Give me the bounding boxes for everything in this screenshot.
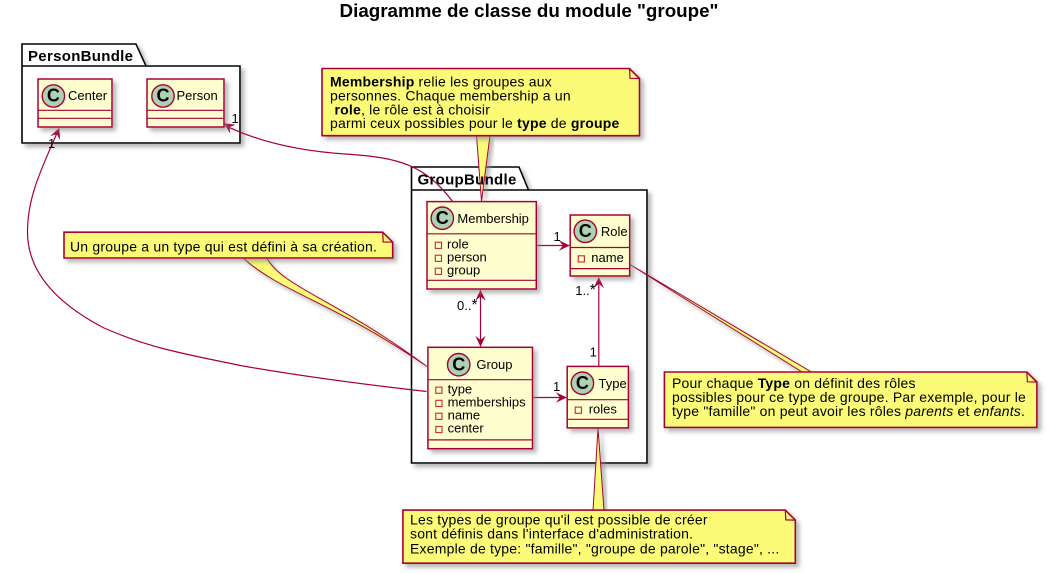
svg-text:PersonBundle: PersonBundle — [28, 48, 133, 65]
svg-text:C: C — [576, 373, 589, 393]
svg-text:personnes. Chaque membership a: personnes. Chaque membership a un — [330, 88, 571, 104]
svg-text:1: 1 — [553, 379, 560, 394]
svg-text:Type: Type — [599, 376, 627, 391]
svg-text:sont définis dans l'interface: sont définis dans l'interface d'administ… — [410, 526, 693, 542]
svg-text:role, le rôle est à choisir: role, le rôle est à choisir — [335, 101, 491, 117]
svg-text:roles: roles — [589, 401, 618, 416]
svg-text:C: C — [436, 208, 449, 228]
svg-text:Role: Role — [601, 224, 628, 239]
svg-text:1: 1 — [590, 345, 597, 360]
svg-text:Exemple de type: "famille", "g: Exemple de type: "famille", "groupe de p… — [410, 540, 779, 556]
svg-text:Center: Center — [68, 88, 108, 103]
svg-text:Membership relie les groupes a: Membership relie les groupes aux — [330, 73, 552, 89]
svg-text:group: group — [447, 262, 480, 277]
svg-text:person: person — [447, 249, 487, 264]
svg-text:Un groupe a un type qui est dé: Un groupe a un type qui est défini à sa … — [70, 238, 377, 254]
svg-text:C: C — [579, 221, 592, 241]
svg-text:Les types de groupe qu'il est: Les types de groupe qu'il est possible d… — [410, 512, 708, 528]
svg-text:memberships: memberships — [448, 395, 527, 410]
svg-text:C: C — [157, 86, 170, 106]
svg-text:possibles pour ce type de grou: possibles pour ce type de groupe. Par ex… — [672, 389, 1026, 405]
svg-text:0..*: 0..* — [457, 297, 478, 314]
svg-text:Membership: Membership — [457, 211, 529, 226]
svg-text:type "famille" on peut avoir l: type "famille" on peut avoir les rôles p… — [672, 403, 1025, 419]
svg-text:type: type — [448, 381, 473, 396]
svg-text:name: name — [448, 407, 481, 422]
svg-text:Person: Person — [177, 88, 218, 103]
svg-text:1: 1 — [232, 111, 239, 126]
svg-text:1..*: 1..* — [575, 282, 596, 299]
svg-text:Group: Group — [476, 357, 512, 372]
svg-text:name: name — [591, 250, 624, 265]
svg-text:GroupBundle: GroupBundle — [418, 172, 517, 189]
svg-text:Diagramme de classe du module: Diagramme de classe du module "groupe" — [340, 0, 719, 21]
svg-text:C: C — [47, 86, 60, 106]
svg-text:role: role — [447, 236, 469, 251]
svg-text:C: C — [452, 354, 465, 374]
svg-text:parmi ceux possibles pour le t: parmi ceux possibles pour le type de gro… — [330, 115, 620, 131]
svg-text:Pour chaque Type on définit de: Pour chaque Type on définit des rôles — [672, 375, 916, 391]
svg-text:1: 1 — [554, 229, 561, 244]
svg-text:center: center — [448, 421, 485, 436]
svg-text:1: 1 — [48, 136, 55, 151]
